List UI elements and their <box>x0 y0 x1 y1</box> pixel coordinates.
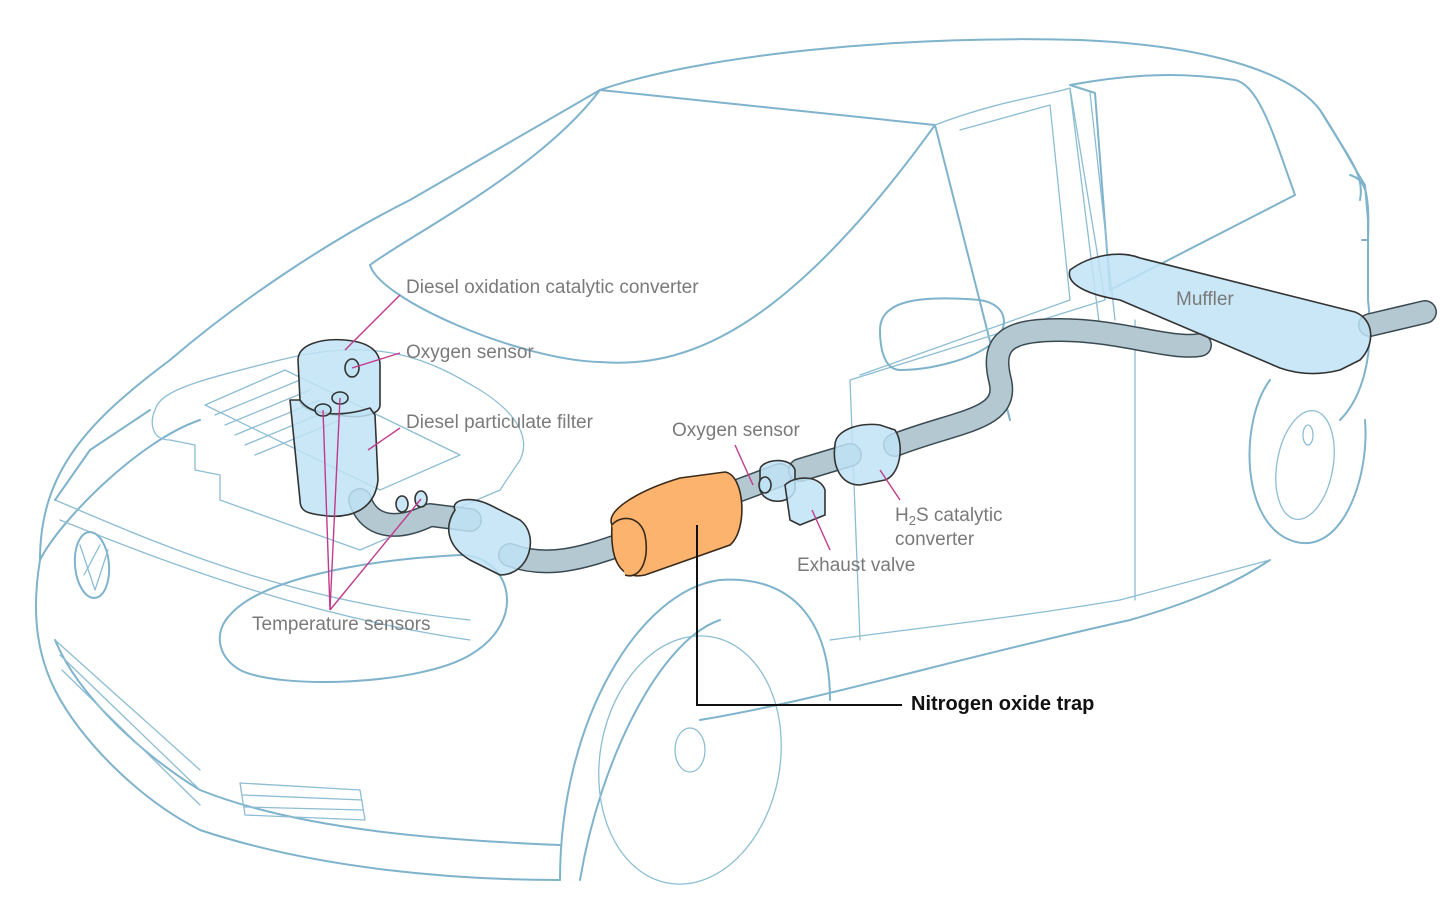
label-exhaust-valve: Exhaust valve <box>797 555 916 576</box>
diesel-particulate-filter <box>289 399 379 517</box>
leader-nox-trap <box>696 525 902 706</box>
leader-oxygen-2 <box>734 444 754 486</box>
label-diesel-particulate-filter: Diesel particulate filter <box>406 412 593 433</box>
nitrogen-oxide-trap <box>610 471 743 577</box>
h2s-line2: converter <box>895 528 975 550</box>
leader-doc <box>344 294 401 351</box>
leader-dpf <box>367 427 401 451</box>
leader-lines <box>322 294 902 706</box>
pre-catalyst <box>448 498 532 576</box>
label-h2s-catalytic-converter: H2S catalytic converter <box>895 505 1003 551</box>
label-oxygen-sensor-engine: Oxygen sensor <box>406 342 534 363</box>
h2s-prefix: H <box>895 505 909 526</box>
leader-valve <box>811 509 831 551</box>
label-nitrogen-oxide-trap: Nitrogen oxide trap <box>911 693 1095 715</box>
leader-temp-a <box>322 409 331 611</box>
leader-h2s <box>879 469 901 501</box>
exhaust-valve-part <box>784 477 826 526</box>
label-muffler: Muffler <box>1176 289 1234 310</box>
h2s-catalytic-converter-part <box>833 423 901 486</box>
label-temperature-sensors: Temperature sensors <box>252 614 431 635</box>
leader-oxygen-1 <box>351 352 401 369</box>
leader-temp-c <box>329 498 422 611</box>
h2s-suffix: S catalytic <box>915 505 1003 526</box>
label-diesel-oxidation-catalytic-converter: Diesel oxidation catalytic converter <box>406 277 699 298</box>
car-outline <box>35 38 1371 885</box>
h2s-subscript: 2 <box>908 513 916 528</box>
label-oxygen-sensor-exhaust: Oxygen sensor <box>672 420 800 441</box>
leader-temp-b <box>329 397 341 611</box>
muffler-part <box>1068 253 1372 375</box>
